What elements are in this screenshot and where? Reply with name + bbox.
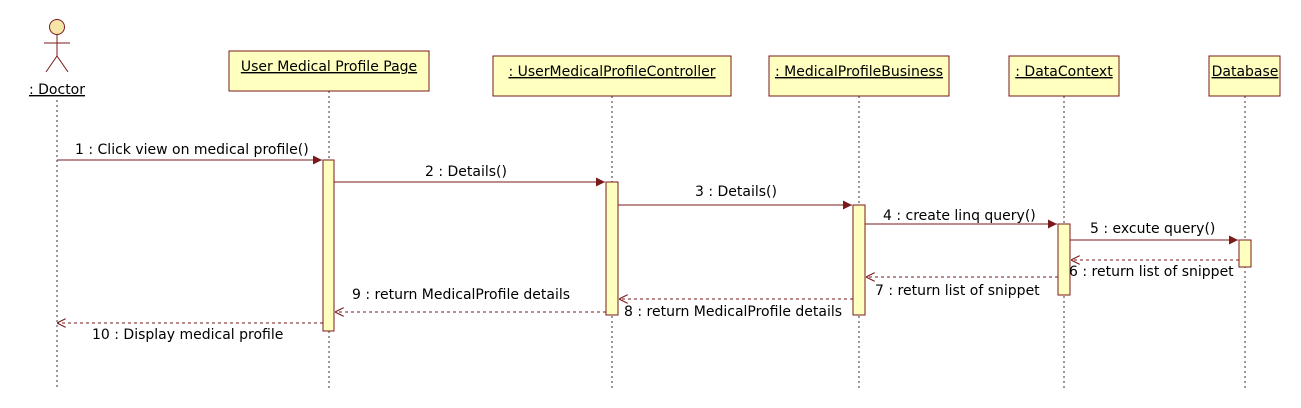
lifeline-label: : DataContext (1015, 64, 1113, 80)
message-label: 6 : return list of snippet (1069, 264, 1234, 280)
lifeline-user-medical-profile-page: User Medical Profile Page (228, 50, 430, 92)
lifeline-box (1208, 55, 1281, 97)
lifeline-data-context: : DataContext (1008, 55, 1120, 97)
message-label: 8 : return MedicalProfile details (624, 304, 842, 320)
lifeline-box (1008, 55, 1120, 97)
lifeline-box (228, 50, 430, 92)
lifeline-user-medical-profile-controller: : UserMedicalProfileController (492, 55, 732, 97)
message-3: 3 : Details() (618, 184, 852, 210)
message-8: 8 : return MedicalProfile details (619, 299, 853, 320)
lifeline-medical-profile-business: : MedicalProfileBusiness (768, 55, 950, 97)
activation-page (322, 159, 335, 332)
message-label: 1 : Click view on medical profile() (75, 142, 309, 158)
message-label: 4 : create linq query() (883, 208, 1036, 224)
actor-right-leg (56, 55, 69, 73)
message-9: 9 : return MedicalProfile details (335, 287, 606, 312)
activation-database (1238, 239, 1252, 268)
message-label: 7 : return list of snippet (875, 283, 1040, 299)
message-label: 9 : return MedicalProfile details (352, 287, 570, 303)
actor-head-icon (49, 19, 65, 35)
message-label: 2 : Details() (425, 164, 507, 180)
lifeline-label: Database (1212, 64, 1279, 80)
message-10: 10 : Display medical profile (57, 323, 323, 343)
lifeline-label: User Medical Profile Page (241, 59, 417, 75)
actor-label: : Doctor (29, 82, 85, 98)
message-6: 6 : return list of snippet (1069, 260, 1239, 280)
lifeline-box (492, 55, 732, 97)
message-4: 4 : create linq query() (865, 208, 1057, 229)
message-5: 5 : excute query() (1070, 221, 1238, 245)
lifeline-database: Database (1208, 55, 1281, 97)
message-label: 5 : excute query() (1090, 221, 1215, 237)
actor-doctor: : Doctor (29, 19, 85, 98)
activation-datacontext (1057, 223, 1071, 296)
activation-business (852, 204, 866, 316)
message-2: 2 : Details() (334, 164, 605, 187)
message-1: 1 : Click view on medical profile() (57, 142, 322, 165)
message-7: 7 : return list of snippet (866, 277, 1058, 299)
actor-left-leg (45, 55, 58, 73)
message-label: 3 : Details() (695, 184, 777, 200)
activation-controller (605, 181, 619, 316)
lifeline-box (768, 55, 950, 97)
lifeline-label: : UserMedicalProfileController (508, 64, 715, 80)
lifeline-label: : MedicalProfileBusiness (775, 64, 943, 80)
message-label: 10 : Display medical profile (92, 327, 283, 343)
